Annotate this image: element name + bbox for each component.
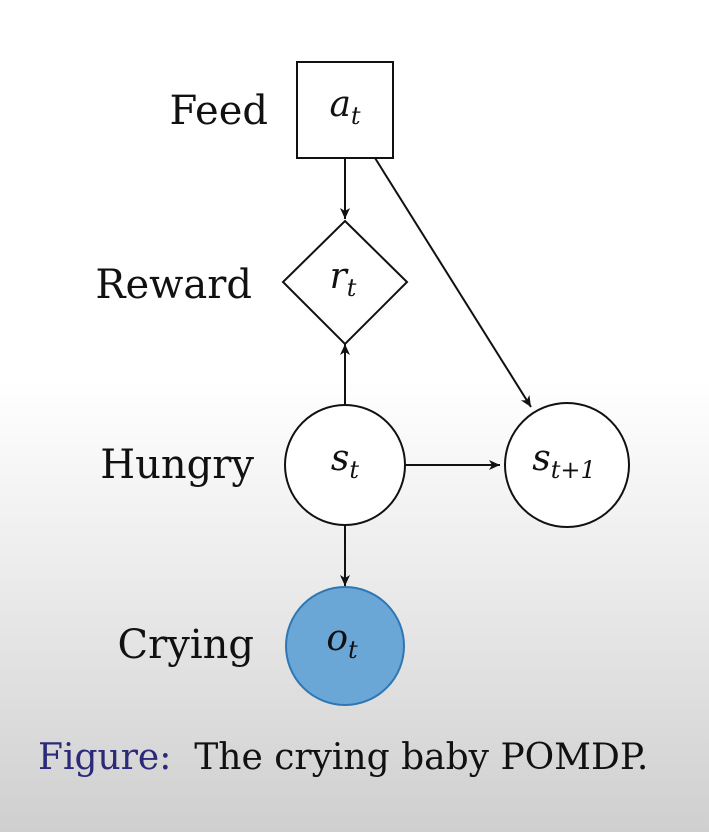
caption-text: The crying baby POMDP. — [194, 737, 649, 778]
next-state-subscript: t+1 — [551, 456, 596, 484]
reward-symbol: r — [330, 256, 349, 297]
hungry-label: Hungry — [100, 442, 254, 488]
action-node-text: at — [329, 84, 360, 130]
state-subscript: t — [349, 456, 359, 484]
state-node — [284, 404, 406, 526]
observation-subscript: t — [348, 636, 358, 664]
state-node-text: st — [331, 438, 359, 484]
next-state-node — [504, 402, 630, 528]
observation-symbol: o — [326, 618, 348, 659]
edge-feed-to-next-state — [374, 157, 532, 408]
action-subscript: t — [351, 102, 361, 130]
observation-node — [285, 586, 405, 706]
next-state-node-text: st+1 — [532, 438, 596, 484]
reward-subscript: t — [347, 274, 357, 302]
observation-node-text: ot — [326, 618, 358, 664]
reward-node — [281, 219, 409, 346]
crying-label: Crying — [118, 622, 254, 668]
action-symbol: a — [329, 84, 350, 125]
caption-prefix: Figure: — [38, 737, 172, 778]
reward-node-text: rt — [330, 256, 357, 302]
next-state-symbol: s — [532, 438, 550, 479]
state-symbol: s — [331, 438, 349, 479]
reward-label: Reward — [95, 262, 252, 308]
action-node — [296, 61, 394, 159]
feed-label: Feed — [169, 88, 268, 134]
figure-caption: Figure: The crying baby POMDP. — [38, 737, 648, 778]
